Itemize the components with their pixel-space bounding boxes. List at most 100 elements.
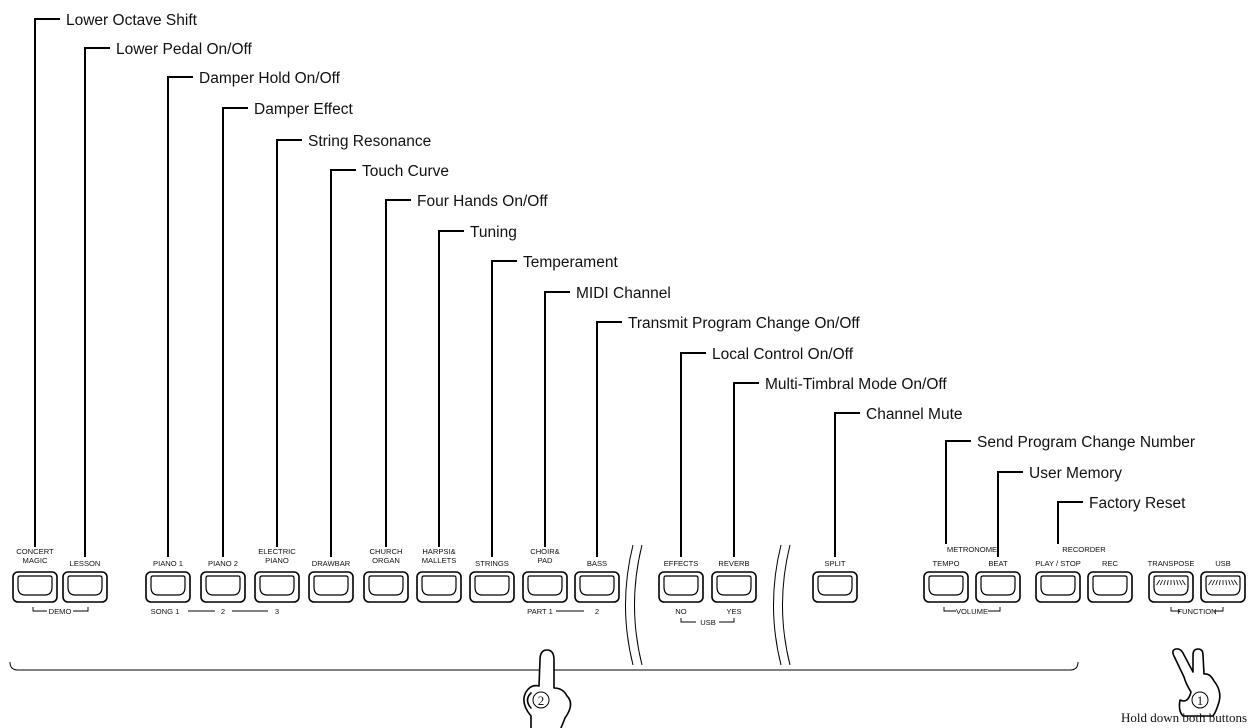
function-label-touch-curve: Touch Curve	[362, 163, 449, 180]
button-label: TEMPO	[932, 559, 959, 568]
step-1-circle	[1191, 691, 1209, 709]
pressed-indicator-ray	[1228, 579, 1231, 586]
button-beat[interactable]: BEAT	[975, 559, 1021, 603]
function-label-lower-pedal-on-off: Lower Pedal On/Off	[116, 41, 253, 58]
button-label: BASS	[587, 559, 607, 568]
hold-both-buttons-note: Hold down both buttons	[1121, 710, 1247, 725]
button-key-face	[817, 575, 853, 596]
button-label: PIANO 2	[208, 559, 238, 568]
button-key-face	[928, 575, 964, 596]
leader-line-factory-reset	[1057, 501, 1083, 544]
button-usb[interactable]: USB	[1200, 559, 1246, 603]
group-label-song-1: SONG 1	[151, 607, 180, 616]
button-choir-pad[interactable]: CHOIR&PAD	[522, 547, 568, 603]
button-piano-1[interactable]: PIANO 1	[145, 559, 191, 603]
button-label: MALLETS	[422, 556, 457, 565]
button-key-face	[205, 575, 241, 596]
button-key-face	[421, 575, 457, 596]
button-effects[interactable]: EFFECTS	[658, 559, 704, 603]
button-label: CONCERT	[16, 547, 54, 556]
leader-line-four-hands-on-off	[385, 199, 411, 547]
function-label-temperament: Temperament	[523, 254, 618, 271]
step-2-number: 2	[538, 693, 545, 708]
leader-line-lower-pedal-on-off	[84, 47, 110, 557]
button-tempo[interactable]: TEMPO	[923, 559, 969, 603]
pressed-indicator-ray	[1215, 579, 1218, 586]
leader-line-string-resonance	[276, 139, 302, 547]
demo-bracket	[32, 607, 89, 612]
button-label: PAD	[537, 556, 553, 565]
button-label: CHURCH	[370, 547, 403, 556]
button-label: BEAT	[988, 559, 1008, 568]
button-bass[interactable]: BASS	[574, 559, 620, 603]
button-key-face	[474, 575, 510, 596]
button-rec[interactable]: REC	[1087, 559, 1133, 603]
step-2-circle	[532, 691, 550, 709]
function-label-tuning: Tuning	[470, 224, 517, 241]
button-key-face	[150, 575, 186, 596]
group-label-part-1: PART 1	[527, 607, 553, 616]
button-key-face	[579, 575, 615, 596]
pressed-indicator-ray	[1156, 579, 1161, 586]
group-label-function: FUNCTION	[1177, 607, 1216, 616]
button-key-face	[527, 575, 563, 596]
button-label: PLAY / STOP	[1035, 559, 1081, 568]
button-play-stop[interactable]: PLAY / STOP	[1035, 559, 1081, 603]
button-reverb[interactable]: REVERB	[711, 559, 757, 603]
button-key-face	[1092, 575, 1128, 596]
button-harpsi-mallets[interactable]: HARPSI&MALLETS	[416, 547, 462, 603]
leader-line-user-memory	[997, 471, 1023, 557]
leader-line-local-control-on-off	[680, 352, 706, 557]
leader-line-transmit-program-change-on-off	[596, 321, 622, 557]
button-label: TRANSPOSE	[1148, 559, 1195, 568]
button-key-face	[259, 575, 295, 596]
function-label-string-resonance: String Resonance	[308, 133, 431, 150]
pressed-indicator-ray	[1159, 579, 1163, 586]
volume-bracket	[943, 607, 1001, 612]
button-label: REVERB	[718, 559, 749, 568]
button-label: SPLIT	[824, 559, 845, 568]
function-label-damper-effect: Damper Effect	[254, 101, 353, 118]
button-drawbar[interactable]: DRAWBAR	[308, 559, 354, 603]
pressed-indicator-ray	[1176, 579, 1179, 586]
button-split[interactable]: SPLIT	[812, 559, 858, 603]
group-label-part-2: 2	[595, 607, 599, 616]
button-key-face	[1205, 575, 1241, 596]
pressed-indicator-ray	[1219, 579, 1221, 586]
button-lesson[interactable]: LESSON	[62, 559, 108, 603]
function-label-four-hands-on-off: Four Hands On/Off	[417, 193, 548, 210]
panel-break-marks	[625, 544, 791, 666]
button-label: PIANO 1	[153, 559, 183, 568]
leader-line-damper-effect	[222, 107, 248, 557]
button-label: ELECTRIC	[258, 547, 296, 556]
function-label-local-control-on-off: Local Control On/Off	[712, 346, 854, 363]
button-key-face	[313, 575, 349, 596]
function-leader-lines	[34, 18, 1083, 557]
leader-line-midi-channel	[544, 291, 570, 547]
button-key-face	[1040, 575, 1076, 596]
pressed-indicator-ray	[1181, 579, 1186, 586]
group-label-recorder: RECORDER	[1062, 545, 1106, 554]
button-key-face	[663, 575, 699, 596]
group-label-metronome: METRONOME	[947, 545, 997, 554]
button-key-face	[1153, 575, 1189, 596]
button-key-face	[716, 575, 752, 596]
function-label-send-program-change-number: Send Program Change Number	[977, 434, 1195, 451]
button-label: EFFECTS	[664, 559, 699, 568]
function-label-transmit-program-change-on-off: Transmit Program Change On/Off	[628, 315, 860, 332]
group-label-volume: VOLUME	[956, 607, 988, 616]
button-key-face	[17, 575, 53, 596]
button-transpose[interactable]: TRANSPOSE	[1148, 559, 1195, 603]
button-piano-2[interactable]: PIANO 2	[200, 559, 246, 603]
function-label-midi-channel: MIDI Channel	[576, 285, 671, 302]
button-strings[interactable]: STRINGS	[469, 559, 515, 603]
button-label: HARPSI&	[422, 547, 455, 556]
group-label-song-2: 2	[221, 607, 225, 616]
button-label: CHOIR&	[530, 547, 560, 556]
